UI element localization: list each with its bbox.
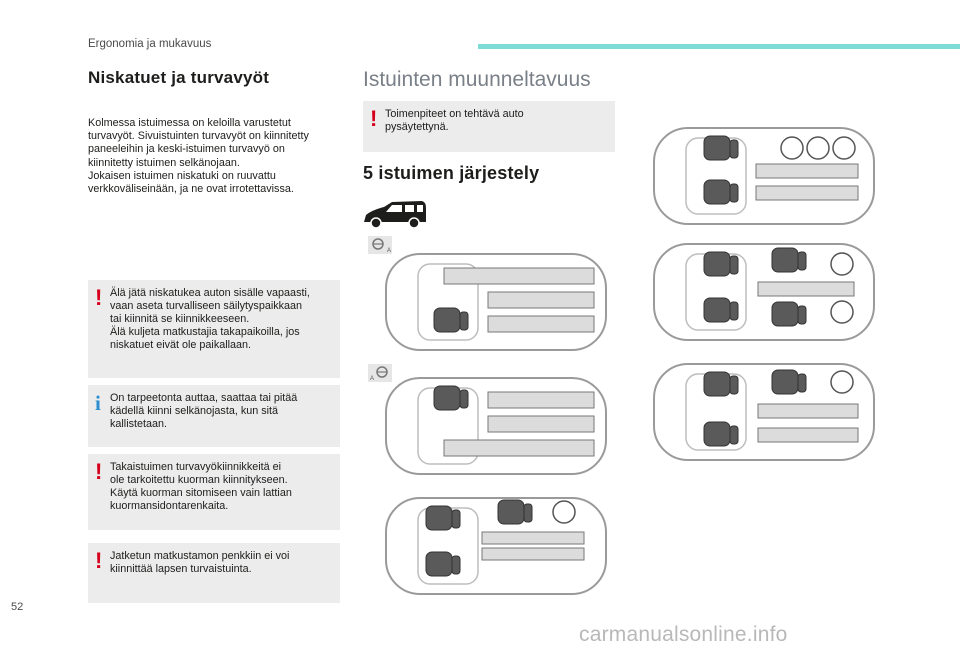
notice-line: niskatuet eivät ole paikallaan. bbox=[110, 339, 252, 351]
paragraph-line: kiinnitetty istuimen selkänojaan. bbox=[88, 156, 240, 169]
notice-line: pysäytettynä. bbox=[385, 121, 449, 133]
steering-wheel-lhd-icon: A bbox=[368, 236, 392, 254]
notice-text: Takaistuimen turvavyökiinnikkeitä ei ole… bbox=[110, 461, 332, 513]
left-section-title: Niskatuet ja turvavyöt bbox=[88, 68, 270, 87]
car-silhouette-icon bbox=[364, 201, 426, 229]
paragraph-line: turvavyöt. Sivuistuinten turvavyöt on ki… bbox=[88, 130, 309, 143]
warning-icon: ! bbox=[95, 548, 103, 573]
paragraph-line: Kolmessa istuimessa on keloilla varustet… bbox=[88, 117, 291, 129]
seat-layout-diagram-left-3 bbox=[385, 497, 607, 595]
warning-icon: ! bbox=[370, 106, 378, 131]
notice-line: On tarpeetonta auttaa, saattaa tai pitää bbox=[110, 392, 298, 404]
right-section-title: Istuinten muunneltavuus bbox=[363, 68, 591, 91]
notice-line: Takaistuimen turvavyökiinnikkeitä ei bbox=[110, 461, 282, 473]
header-accent-bar bbox=[478, 44, 960, 49]
warning-notice-stationary: ! Toimenpiteet on tehtävä auto pysäytett… bbox=[363, 101, 615, 152]
seatbelt-paragraph: Kolmessa istuimessa on keloilla varustet… bbox=[88, 117, 348, 196]
notice-line: kiinnittää lapsen turvaistuinta. bbox=[110, 563, 252, 575]
svg-text:A: A bbox=[387, 248, 391, 254]
seat-layout-diagram-right-3 bbox=[653, 363, 875, 461]
svg-text:A: A bbox=[370, 376, 374, 382]
notice-text: Toimenpiteet on tehtävä auto pysäytettyn… bbox=[385, 108, 607, 134]
section-header: Ergonomia ja mukavuus bbox=[88, 38, 212, 50]
notice-line: kallistetaan. bbox=[110, 418, 168, 430]
subsection-title: 5 istuimen järjestely bbox=[363, 163, 540, 183]
seat-layout-diagram-right-2 bbox=[653, 243, 875, 341]
paragraph-line: paneeleihin ja keski-istuimen turvavyö o… bbox=[88, 143, 285, 156]
warning-icon: ! bbox=[95, 285, 103, 310]
warning-notice-headrest: ! Älä jätä niskatukea auton sisälle vapa… bbox=[88, 280, 340, 378]
notice-line: Toimenpiteet on tehtävä auto bbox=[385, 108, 524, 120]
notice-line: Älä jätä niskatukea auton sisälle vapaas… bbox=[110, 287, 310, 299]
steering-wheel-rhd-icon: A bbox=[368, 364, 392, 382]
notice-line: kädellä kiinni selkänojasta, kun sitä bbox=[110, 405, 279, 417]
notice-line: kuormansidontarenkaita. bbox=[110, 500, 229, 512]
seat-layout-diagram-left-2 bbox=[385, 377, 607, 475]
notice-line: Jatketun matkustamon penkkiin ei voi bbox=[110, 550, 290, 562]
warning-notice-child-seat: ! Jatketun matkustamon penkkiin ei voi k… bbox=[88, 543, 340, 603]
page-number: 52 bbox=[11, 601, 24, 613]
seat-layout-diagram-left-1 bbox=[385, 253, 607, 351]
info-notice-backrest: i On tarpeetonta auttaa, saattaa tai pit… bbox=[88, 385, 340, 447]
paragraph-line: Jokaisen istuimen niskatuki on ruuvattu bbox=[88, 169, 276, 182]
info-icon: i bbox=[95, 391, 101, 415]
notice-line: tai kiinnitä se kiinnikkeeseen. bbox=[110, 313, 250, 325]
notice-line: Käytä kuorman sitomiseen vain lattian bbox=[110, 487, 292, 499]
seat-layout-diagram-right-1 bbox=[653, 127, 875, 225]
paragraph-line: verkkoväliseinään, ja ne ovat irrotettav… bbox=[88, 183, 294, 196]
watermark: carmanualsonline.info bbox=[579, 623, 788, 646]
notice-text: On tarpeetonta auttaa, saattaa tai pitää… bbox=[110, 392, 332, 431]
notice-line: vaan aseta turvalliseen säilytyspaikkaan bbox=[110, 300, 303, 312]
notice-line: ole tarkoitettu kuorman kiinnitykseen. bbox=[110, 474, 288, 486]
notice-line: Älä kuljeta matkustajia takapaikoilla, j… bbox=[110, 326, 300, 338]
notice-text: Jatketun matkustamon penkkiin ei voi kii… bbox=[110, 550, 332, 576]
notice-text: Älä jätä niskatukea auton sisälle vapaas… bbox=[110, 287, 332, 352]
warning-icon: ! bbox=[95, 459, 103, 484]
warning-notice-belt-anchors: ! Takaistuimen turvavyökiinnikkeitä ei o… bbox=[88, 454, 340, 530]
